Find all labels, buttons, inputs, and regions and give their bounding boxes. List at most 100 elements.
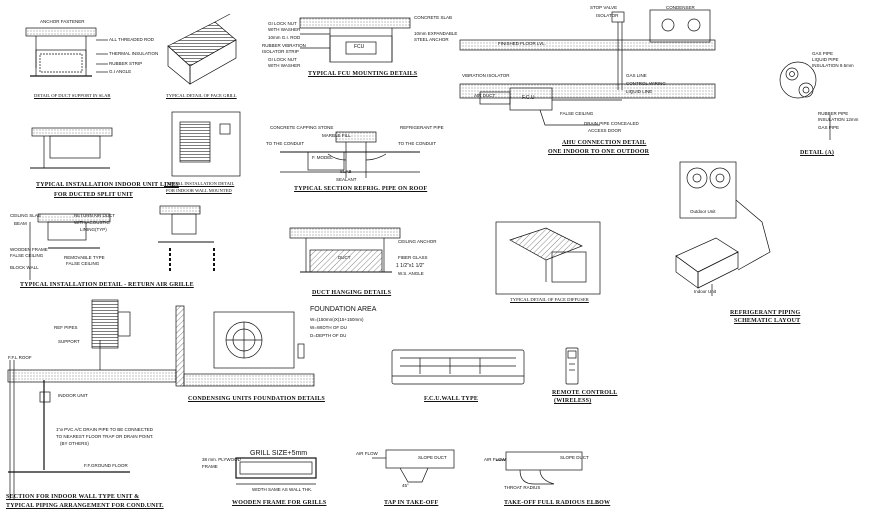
section-indoor-wall <box>7 299 177 500</box>
refrig-pipe-roof <box>280 131 420 178</box>
title-return-air: TYPICAL INSTALLATION DETAIL - RETURN AIR… <box>20 282 194 288</box>
title-refrig-schematic: REFRIGERANT PIPING <box>730 310 801 316</box>
wooden-frame-grill <box>235 457 317 485</box>
label-control-wiring: CONTROL WIRING <box>626 81 666 86</box>
label-rod: 10mm G.I. ROD <box>268 35 301 40</box>
label-refrigerant-pipe: REFRIGERANT PIPE <box>400 125 444 130</box>
label-rubber-vibration: RUBBER VIBRATION <box>262 43 306 48</box>
label-beam: BEAM <box>14 221 27 226</box>
label-sealant: SEALANT <box>336 177 357 182</box>
title-tap-takeoff: TAP IN TAKE-OFF <box>384 500 439 506</box>
label-support: SUPPORT <box>58 339 80 344</box>
label-vibration-isolator: VIBRATION ISOLATOR <box>462 73 510 78</box>
label-air-flow-1: AIR FLOW <box>356 451 378 456</box>
ahu-connection-detail <box>459 9 716 126</box>
label-air-flow-2: AIR FLOW <box>484 457 506 462</box>
face-grill-detail <box>167 13 237 85</box>
label-steel-anchor: STEEL ANCHOR <box>414 37 449 42</box>
label-false-ceiling-2: FALSE CEILING <box>10 253 44 258</box>
title-install-wall-2: FOR INDOOR WALL MOUNTED <box>166 188 232 193</box>
title-ahu-connection-2: ONE INDOOR TO ONE OUTDOOR <box>548 149 650 155</box>
label-lining: LINING(TYP) <box>80 227 107 232</box>
return-air-detail <box>29 205 215 280</box>
label-liquid-line: LIQUID LINE <box>626 89 653 94</box>
title-section-indoor-2: TYPICAL PIPING ARRANGEMENT FOR COND.UNIT… <box>6 503 164 509</box>
tap-takeoff <box>372 449 455 483</box>
label-concrete-slab: CONCRETE SLAB <box>414 15 453 20</box>
label-marble-fill: MARBLE FILL <box>322 133 351 138</box>
label-gi-angle: G.I ANGLE <box>109 69 132 74</box>
title-install-wall: TYPICAL INSTALLATION DETAIL <box>164 181 235 186</box>
label-false-ceiling-3: FALSE CEILING <box>66 261 100 266</box>
label-w-width: W=WIDTH OF DU <box>310 325 347 330</box>
label-air-duct: AIR DUCT <box>474 93 496 98</box>
label-frame: FRAME <box>202 464 218 469</box>
title-install-indoor: TYPICAL INSTALLATION INDOOR UNIT LINES <box>36 182 179 188</box>
install-wall-mounted <box>171 111 241 177</box>
label-drain-pipe: DRAIN PIPE CONCEALED <box>584 121 639 126</box>
label-anchor-fastener: ANCHOR FASTENER <box>40 19 85 24</box>
title-face-grill: TYPICAL DETAIL OF FACE GRILL <box>166 93 237 98</box>
title-fcu-wall: F.C.U.WALL TYPE <box>424 396 479 402</box>
title-takeoff-elbow: TAKE-OFF FULL RADIOUS ELBOW <box>504 500 611 506</box>
title-duct-hanging: DUCT HANGING DETAILS <box>312 290 392 296</box>
title-refrig-pipe: TYPICAL SECTION REFRIG. PIPE ON ROOF <box>294 186 428 192</box>
label-concrete-capping: CONCRETE CAPPING STONE <box>270 125 334 130</box>
label-with-acoustic: WITH ACOUSTIC <box>74 220 110 225</box>
label-ceiling-slab: CEILING SLAB <box>10 213 41 218</box>
title-refrig-schematic-2: SCHEMATIC LAYOUT <box>734 318 801 324</box>
label-condenser: CONDENSER <box>666 5 695 10</box>
label-fiber-glass: FIBER GLASS <box>398 255 428 260</box>
label-gas-pipe-2: GAS PIPE <box>818 125 840 130</box>
label-all-threaded: ALL THREADED ROD <box>109 37 155 42</box>
label-gi-lock-nut-2: GI LOCK NUT <box>268 57 297 62</box>
duct-hanging-detail <box>289 227 401 273</box>
label-gas-line: GAS LINE <box>626 73 647 78</box>
fcu-mounting-detail <box>299 17 411 63</box>
title-remote: REMOTE CONTROLL <box>552 390 618 396</box>
label-duct: DUCT <box>338 255 351 260</box>
label-to-conduit: TO THE CONDUIT <box>266 141 305 146</box>
label-angle: 45° <box>402 483 409 488</box>
label-isolator: ISOLATOR <box>596 13 619 18</box>
title-wooden-frame: WOODEN FRAME FOR GRILLS <box>232 500 327 506</box>
label-fcu-ahu: F.C.U <box>522 95 535 101</box>
label-dims: 1 1/2"x1 1/2" <box>396 263 425 269</box>
title-detail-a: DETAIL (A) <box>800 150 835 156</box>
label-stop-valve: STOP VALVE <box>590 5 618 10</box>
label-gi-lock-nut: GI LOCK NUT <box>268 21 297 26</box>
label-block-wall: BLOCK WALL <box>10 265 39 270</box>
title-remote-2: (WIRELESS) <box>554 398 592 404</box>
label-removable: REMOVABLE TYPE <box>64 255 105 260</box>
title-ahu-connection: AHU CONNECTION DETAIL <box>562 140 647 146</box>
label-width-same: WIDTH SAME AS WALL THK. <box>252 487 313 492</box>
label-finished-floor: FINISHED FLOOR LVL. <box>498 41 546 46</box>
label-liquid-pipe: LIQUID PIPE <box>812 57 839 62</box>
label-rubber-pipe: RUBBER PIPE <box>818 111 849 116</box>
label-insulation: INSULATION 9.5mm <box>812 63 854 68</box>
duct-support-detail <box>25 27 108 77</box>
refrig-schematic <box>675 161 771 296</box>
title-duct-support: DETAIL OF DUCT SUPPORT IN SLAB <box>34 93 111 98</box>
label-with-washer-2: WITH WASHER <box>268 63 301 68</box>
install-indoor-ducted <box>30 127 113 169</box>
label-isolator-strip: ISOLATOR STRIP <box>262 49 299 54</box>
label-d-depth: D=DEPTH OF DU <box>310 333 347 338</box>
label-rubber-strip: RUBBER STRIP <box>109 61 143 66</box>
label-insulation-2: INSULATION 12mm <box>818 117 859 122</box>
takeoff-elbow <box>496 451 583 485</box>
title-install-indoor-2: FOR DUCTED SPLIT UNIT <box>54 192 133 198</box>
label-foundation-area: FOUNDATION AREA <box>310 306 377 313</box>
label-thermal-insulation: THERMAL INSULATION <box>109 51 159 56</box>
label-ref-pipes: REF PIPES <box>54 325 78 330</box>
label-with-washer: WITH WASHER <box>268 27 301 32</box>
label-fcu: FCU <box>354 44 365 50</box>
label-ffl-roof: F.F.L ROOF <box>8 355 32 360</box>
label-to-conduit-2: TO THE CONDUIT <box>398 141 437 146</box>
title-condensing-foundation: CONDENSING UNITS FOUNDATION DETAILS <box>188 396 325 402</box>
title-face-diffuser: TYPICAL DETAIL OF FACE DIFFUSER <box>510 297 589 302</box>
detail-a-pipes <box>779 61 831 140</box>
remote-control <box>565 347 579 385</box>
